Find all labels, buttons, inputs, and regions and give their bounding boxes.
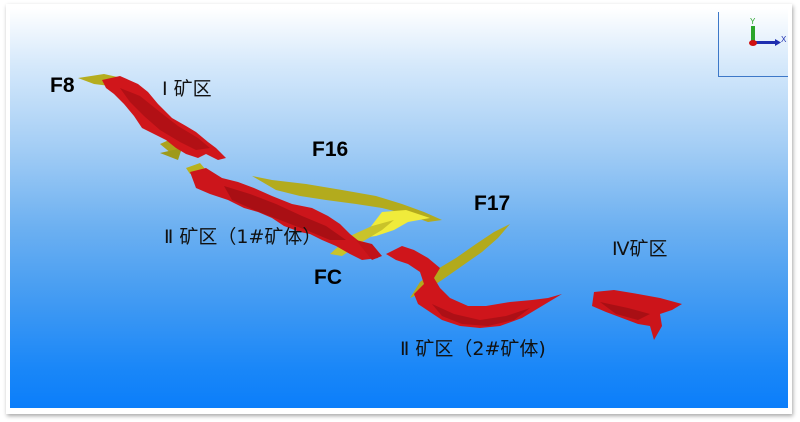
axis-y-label: Y: [750, 17, 756, 26]
fault-f16-surface: [252, 176, 442, 222]
zone-label-2-orebody-1: Ⅱ 矿区（1#矿体）: [164, 226, 322, 248]
orebody-fragment: [356, 240, 382, 260]
zone-label-2-orebody-2: Ⅱ 矿区（2#矿体): [400, 338, 546, 360]
orebody-zone-2-1-shade: [224, 186, 346, 240]
zone-label-1: Ⅰ 矿区: [162, 78, 212, 100]
viewer-frame: F8 F16 F17 FC Ⅰ 矿区 Ⅱ 矿区（1#矿体） Ⅱ 矿区（2#矿体)…: [6, 4, 792, 414]
axis-x-label: X: [781, 35, 787, 44]
fault-label-f8: F8: [50, 74, 75, 97]
3d-viewport[interactable]: F8 F16 F17 FC Ⅰ 矿区 Ⅱ 矿区（1#矿体） Ⅱ 矿区（2#矿体)…: [10, 8, 788, 408]
orebody-zone-4-shade: [600, 302, 650, 320]
fault-surface-fragment: [160, 148, 182, 160]
geology-scene: [78, 74, 682, 340]
axis-triad-icon: Y X: [749, 17, 787, 46]
orebody-zone-1-shade: [120, 88, 210, 150]
fault-f17-surface: [410, 224, 510, 298]
axis-triad-box: Y X: [718, 12, 788, 77]
fault-label-fc: FC: [314, 266, 342, 289]
zone-label-4: Ⅳ矿区: [612, 238, 668, 260]
orebody-zone-2-2: [386, 246, 562, 328]
orebody-zone-2-2-shade: [432, 304, 530, 326]
fault-label-f17: F17: [474, 192, 511, 215]
fault-label-f16: F16: [312, 138, 349, 161]
